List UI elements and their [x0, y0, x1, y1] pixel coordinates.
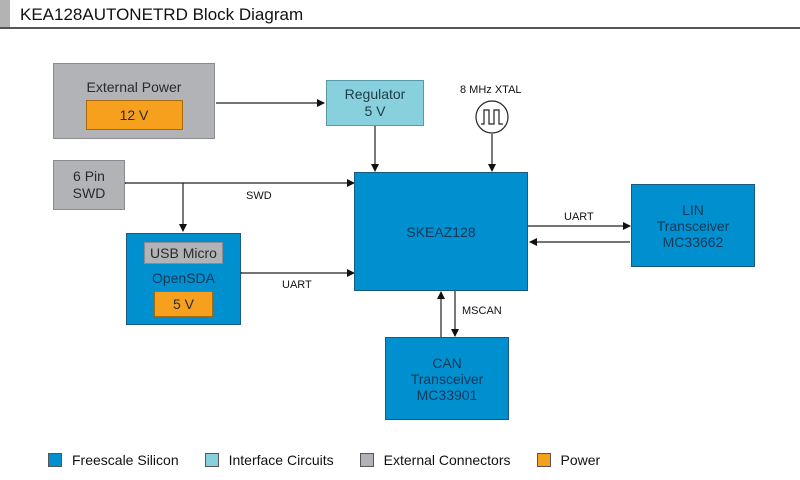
title-accent — [0, 0, 10, 27]
legend-label: Freescale Silicon — [72, 452, 179, 468]
usb-micro-label: USB Micro — [150, 245, 217, 261]
mcu-block: SKEAZ128 — [354, 172, 528, 291]
legend-item-external-connectors: External Connectors — [359, 452, 511, 468]
legend-swatch — [536, 453, 551, 467]
can-line1: CAN — [432, 354, 462, 371]
lin-transceiver-block: LIN Transceiver MC33662 — [631, 184, 755, 267]
opensda-block: USB Micro OpenSDA 5 V — [126, 233, 241, 325]
swd-connector-line2: SWD — [72, 185, 106, 201]
opensda-label: OpenSDA — [151, 270, 216, 286]
uart-opensda-label: UART — [282, 279, 312, 291]
opensda-voltage: 5 V — [154, 291, 213, 317]
opensda-voltage-text: 5 V — [172, 296, 194, 312]
mscan-label: MSCAN — [462, 305, 502, 317]
legend: Freescale Silicon Interface Circuits Ext… — [48, 452, 626, 468]
legend-label: External Connectors — [383, 452, 511, 468]
swd-connector-line1: 6 Pin — [73, 168, 105, 184]
external-power-voltage: 12 V — [85, 100, 183, 130]
can-line3: MC33901 — [416, 386, 478, 403]
lin-line2: Transceiver — [656, 217, 730, 234]
lin-line3: MC33662 — [662, 233, 724, 250]
swd-connector-block: 6 Pin SWD — [53, 160, 125, 210]
page-title: KEA128AUTONETRD Block Diagram — [20, 5, 304, 24]
legend-label: Power — [560, 452, 601, 468]
lin-line1: LIN — [682, 201, 704, 218]
legend-item-power: Power — [536, 452, 601, 468]
title-bar: KEA128AUTONETRD Block Diagram — [0, 0, 800, 29]
legend-swatch — [204, 453, 219, 467]
legend-item-interface-circuits: Interface Circuits — [204, 452, 334, 468]
xtal-oscillator-icon — [475, 100, 509, 134]
external-power-block: External Power 12 V — [53, 63, 215, 139]
xtal-label: 8 MHz XTAL — [460, 84, 522, 96]
mcu-label: SKEAZ128 — [406, 223, 476, 240]
title-divider — [0, 27, 800, 29]
regulator-label: Regulator — [344, 86, 406, 102]
legend-swatch — [48, 453, 62, 467]
regulator-voltage: 5 V — [364, 103, 386, 119]
uart-lin-label: UART — [564, 211, 594, 223]
legend-label: Interface Circuits — [228, 452, 334, 468]
legend-item-freescale-silicon: Freescale Silicon — [48, 452, 179, 468]
legend-swatch — [359, 453, 374, 467]
usb-micro-connector: USB Micro — [144, 242, 223, 264]
can-transceiver-block: CAN Transceiver MC33901 — [385, 337, 509, 420]
regulator-block: Regulator 5 V — [326, 80, 424, 126]
can-line2: Transceiver — [410, 370, 484, 387]
external-power-voltage-text: 12 V — [119, 107, 149, 123]
swd-connection-label: SWD — [246, 190, 272, 202]
external-power-label: External Power — [86, 79, 182, 95]
